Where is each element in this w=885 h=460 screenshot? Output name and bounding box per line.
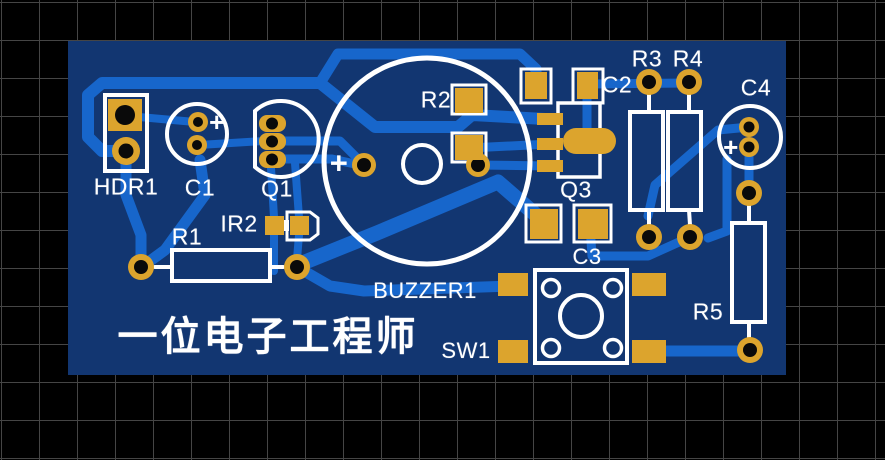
- label-r5: R5: [692, 298, 724, 325]
- c2-pad: [525, 72, 547, 99]
- c1-polarity-plus: +: [209, 107, 225, 137]
- hole: [743, 141, 755, 153]
- c4-outline: [717, 104, 783, 170]
- buzzer1-polarity-plus: +: [329, 145, 349, 181]
- hole: [682, 75, 696, 89]
- r4-lead: [687, 208, 692, 227]
- hole: [266, 135, 278, 148]
- label-r2: R2: [420, 86, 452, 113]
- hole: [642, 230, 656, 244]
- sw1-pad: [498, 273, 528, 296]
- pads-layer: [108, 69, 763, 363]
- board-slogan-text: 一位电子工程师: [117, 313, 419, 360]
- label-c2: C2: [601, 71, 633, 98]
- r1-outline: [170, 248, 272, 283]
- hole: [742, 186, 756, 200]
- label-hdr1: HDR1: [93, 173, 159, 200]
- sw1-button: [558, 293, 604, 339]
- q3-pin: [537, 160, 563, 172]
- hole: [683, 230, 697, 244]
- c2-outline: [519, 67, 553, 105]
- hole: [134, 260, 148, 274]
- c3-outline: [524, 203, 563, 244]
- hole: [642, 75, 656, 89]
- sw1-outline: [533, 268, 629, 365]
- label-c1: C1: [184, 174, 216, 201]
- r3-outline: [628, 110, 665, 212]
- hole: [118, 143, 134, 159]
- label-r1: R1: [171, 223, 203, 250]
- c1-outline: [165, 102, 229, 166]
- trace: [291, 261, 518, 297]
- label-ir2: IR2: [220, 210, 258, 237]
- hole: [743, 121, 755, 133]
- trace: [137, 154, 211, 272]
- hole: [115, 105, 135, 125]
- pcb-artwork: [82, 48, 783, 365]
- c3-pad: [530, 209, 558, 239]
- label-c4: C4: [740, 74, 772, 101]
- c3-outline: [572, 203, 613, 244]
- sw1-pad: [632, 340, 666, 363]
- trace: [703, 154, 732, 243]
- ir2-pad: [265, 216, 284, 235]
- hole: [266, 153, 278, 166]
- trace: [643, 122, 754, 221]
- r2-outline: [450, 83, 488, 116]
- label-r3: R3: [631, 45, 663, 72]
- c2-pad: [577, 72, 598, 99]
- ir2-pad: [290, 216, 309, 235]
- buzzer1-outline: [321, 55, 533, 267]
- r5-outline: [730, 221, 767, 324]
- hole: [471, 158, 485, 172]
- r4-outline: [666, 110, 703, 212]
- hdr1-outline: [103, 93, 149, 173]
- label-q3: Q3: [560, 176, 592, 203]
- q3-pin: [537, 138, 563, 150]
- sw1-pin-marker: [540, 277, 562, 299]
- hole: [743, 343, 757, 357]
- q3-pin: [537, 113, 563, 125]
- ir2-outline: [285, 210, 320, 242]
- ir2-polarity-mark: [283, 220, 289, 231]
- trace: [82, 77, 551, 157]
- r2-pad: [455, 88, 483, 113]
- sw1-pad: [632, 273, 666, 296]
- c4-polarity-plus: +: [723, 132, 739, 162]
- hole: [290, 260, 304, 274]
- pcb-board: [68, 41, 786, 375]
- label-r4: R4: [672, 45, 704, 72]
- q1-outline: [253, 99, 321, 179]
- r2-pad: [455, 135, 483, 160]
- trace: [120, 154, 147, 272]
- c3-pad: [578, 209, 608, 239]
- label-q1: Q1: [261, 175, 293, 202]
- sw1-pin-marker: [602, 277, 624, 299]
- label-c3: C3: [572, 244, 602, 269]
- silkscreen-layer: [103, 55, 783, 365]
- sw1-pad: [498, 340, 528, 363]
- buzzer1-center-hole: [401, 143, 443, 185]
- hole: [193, 117, 203, 127]
- hole: [192, 140, 202, 150]
- sw1-pin-marker: [540, 337, 562, 359]
- q3-tab: [563, 128, 616, 154]
- hole: [266, 117, 278, 130]
- sw1-pin-marker: [602, 337, 624, 359]
- label-sw1: SW1: [441, 338, 491, 363]
- hole: [357, 158, 371, 172]
- label-buzzer1: BUZZER1: [373, 278, 477, 303]
